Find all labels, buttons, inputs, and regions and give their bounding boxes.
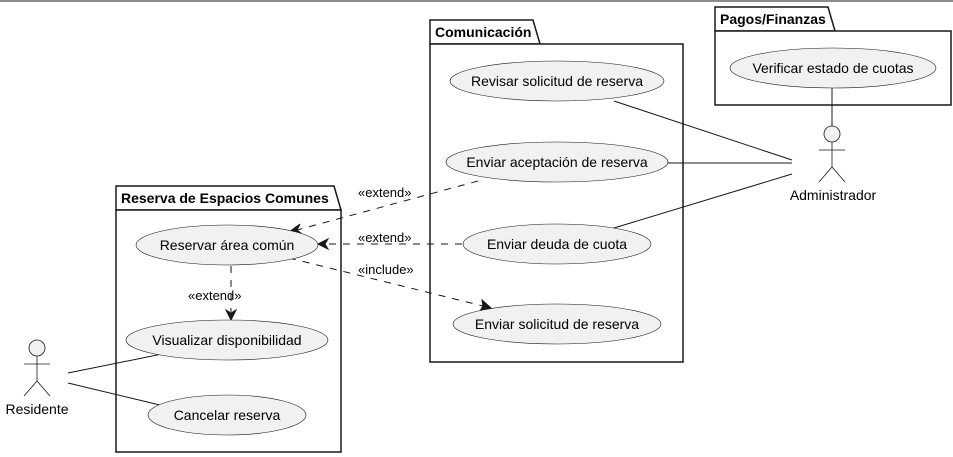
actor-administrador-label: Administrador	[790, 187, 877, 203]
extend-visualizar-arrow	[224, 308, 238, 322]
actor-residente[interactable]: Residente	[5, 339, 69, 417]
usecase-reservar[interactable]: Reservar área común	[135, 224, 319, 266]
usecase-aceptacion-label: Enviar aceptación de reserva	[466, 154, 648, 170]
actor-residente-label: Residente	[5, 401, 68, 417]
include-solicitud-label: «include»	[358, 262, 414, 277]
usecase-aceptacion-shape[interactable]	[445, 141, 669, 183]
actor-administrador-head-icon	[823, 125, 841, 143]
extend-deuda-label: «extend»	[358, 230, 412, 245]
assoc-deuda-administrador	[613, 173, 793, 229]
usecase-cancelar[interactable]: Cancelar reserva	[147, 394, 307, 436]
usecase-revisar[interactable]: Revisar solicitud de reserva	[449, 60, 665, 102]
usecase-verificar-label: Verificar estado de cuotas	[752, 60, 913, 76]
extend-visualizar-label: «extend»	[188, 288, 242, 303]
usecase-deuda[interactable]: Enviar deuda de cuota	[462, 223, 652, 265]
actor-residente-head-icon	[28, 339, 46, 357]
extend-aceptacion-line	[296, 180, 479, 231]
usecase-visualizar-shape[interactable]	[125, 319, 329, 361]
include-solicitud-line	[288, 257, 484, 307]
usecase-cancelar-shape[interactable]	[147, 394, 307, 436]
usecase-revisar-label: Revisar solicitud de reserva	[471, 73, 643, 89]
usecase-solicitud-shape[interactable]	[452, 303, 662, 345]
extend-deuda-arrow	[316, 237, 330, 251]
package-comunicacion-title: Comunicación	[435, 24, 531, 40]
usecase-deuda-label: Enviar deuda de cuota	[487, 236, 627, 252]
usecase-verificar-shape[interactable]	[729, 47, 937, 89]
assoc-residente-visualizar	[67, 353, 163, 374]
assoc-revisar-administrador	[613, 100, 793, 161]
extend-aceptacion-label: «extend»	[358, 185, 412, 200]
usecase-deuda-shape[interactable]	[462, 223, 652, 265]
package-reserva-title: Reserva de Espacios Comunes	[121, 190, 329, 206]
usecase-reservar-label: Reservar área común	[160, 237, 295, 253]
actor-administrador-legs	[818, 166, 846, 183]
usecase-solicitud[interactable]: Enviar solicitud de reserva	[452, 303, 662, 345]
usecase-solicitud-label: Enviar solicitud de reserva	[475, 316, 639, 332]
actor-residente-legs	[23, 380, 51, 397]
package-pagos-title: Pagos/Finanzas	[720, 11, 826, 27]
usecase-aceptacion[interactable]: Enviar aceptación de reserva	[445, 141, 669, 183]
usecase-visualizar[interactable]: Visualizar disponibilidad	[125, 319, 329, 361]
usecase-cancelar-label: Cancelar reserva	[174, 407, 281, 423]
usecase-reservar-shape[interactable]	[135, 224, 319, 266]
usecase-revisar-shape[interactable]	[449, 60, 665, 102]
usecase-verificar[interactable]: Verificar estado de cuotas	[729, 47, 937, 89]
usecase-visualizar-label: Visualizar disponibilidad	[152, 332, 301, 348]
assoc-residente-cancelar	[67, 382, 165, 407]
actor-administrador[interactable]: Administrador	[790, 125, 877, 203]
